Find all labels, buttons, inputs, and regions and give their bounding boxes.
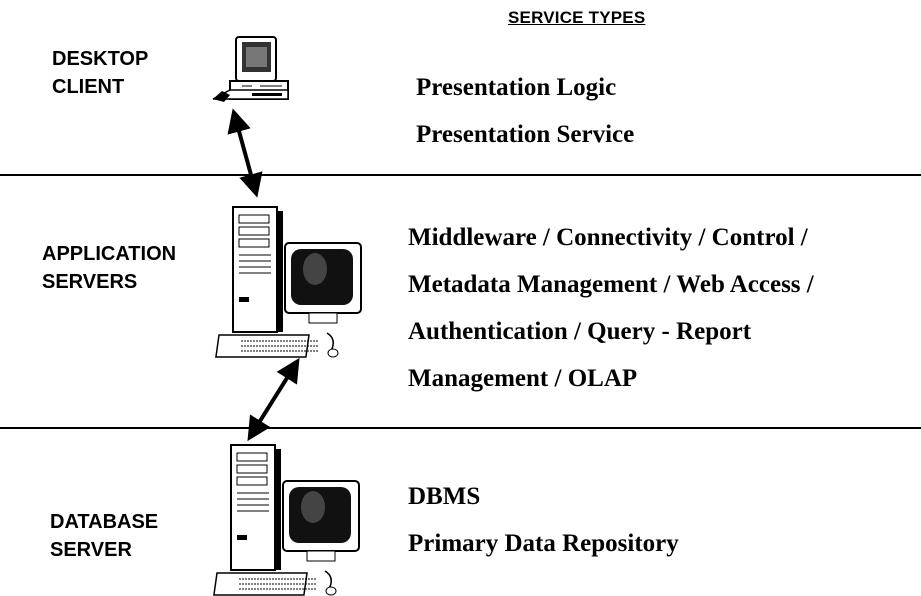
- service-item: Middleware / Connectivity / Control /: [408, 224, 808, 251]
- service-list-database-server: DBMS Primary Data Repository: [408, 473, 679, 567]
- tier-label-line: SERVERS: [42, 271, 138, 293]
- service-item: DBMS: [408, 483, 481, 510]
- service-item: Primary Data Repository: [408, 530, 679, 557]
- service-item: Presentation Logic: [416, 74, 617, 101]
- service-list-application-servers: Middleware / Connectivity / Control / Me…: [408, 214, 814, 402]
- tier-label-line: DATABASE: [50, 511, 159, 533]
- tier-divider: [0, 427, 921, 429]
- service-item: Metadata Management / Web Access /: [408, 271, 814, 298]
- bidirectional-arrow-icon: [247, 357, 300, 442]
- service-item: Management / OLAP: [408, 365, 638, 392]
- tier-label-line: CLIENT: [52, 76, 125, 98]
- tier-label-line: APPLICATION: [42, 243, 177, 265]
- tier-label-database-server: DATABASE SERVER: [50, 508, 158, 564]
- tier-label-line: DESKTOP: [52, 48, 149, 70]
- tower-server-icon: [214, 206, 362, 358]
- service-item: Authentication / Query - Report: [408, 318, 752, 345]
- desktop-computer-icon: [212, 36, 289, 102]
- tier-divider: [0, 174, 921, 176]
- tier-label-application-servers: APPLICATION SERVERS: [42, 240, 176, 296]
- service-list-desktop-client: Presentation Logic Presentation Service: [416, 64, 634, 158]
- tower-server-icon: [212, 444, 360, 596]
- service-types-heading: SERVICE TYPES: [508, 8, 646, 27]
- service-item: Presentation Service: [416, 121, 635, 148]
- bidirectional-arrow-icon: [227, 108, 263, 198]
- tier-label-line: SERVER: [50, 539, 132, 561]
- tier-label-desktop-client: DESKTOP CLIENT: [52, 45, 148, 101]
